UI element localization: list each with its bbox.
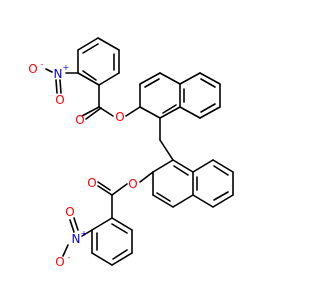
bottom-naphthalene (152, 159, 234, 208)
n-bottom-label: N (72, 232, 81, 246)
methylene-bridge (159, 117, 174, 161)
n-top-label: N (54, 67, 63, 81)
top-nitro-group (45, 68, 79, 94)
bottom-ester-group (97, 171, 154, 219)
o-top-ester-label: O (115, 110, 124, 124)
n-bottom-charge: + (81, 229, 88, 238)
top-naphthalene (139, 72, 221, 119)
o-minus-bottom-label: O (55, 255, 64, 269)
o-minus-bottom-charge: - (68, 253, 71, 262)
molecule-structure: O - N + O O O O O N + O O - (28, 37, 234, 269)
bottom-nitro-group (62, 217, 93, 257)
o-bottom-nitro-double-label: O (65, 205, 74, 219)
top-nitrobenzene-ring (77, 37, 120, 86)
o-bottom-ester-label: O (128, 177, 137, 191)
o-minus-top-label: O (28, 62, 37, 76)
o-bottom-carbonyl-label: O (87, 176, 96, 190)
molecule-canvas: O - N + O O O O O N + O O - (28, 37, 234, 269)
o-top-carbonyl-label: O (75, 113, 84, 127)
o-minus-top-charge: - (41, 60, 44, 69)
top-ester-group (81, 84, 141, 120)
bottom-nitrobenzene-ring (91, 217, 133, 266)
o-top-nitro-double-label: O (55, 93, 64, 107)
n-top-charge: + (63, 63, 70, 72)
